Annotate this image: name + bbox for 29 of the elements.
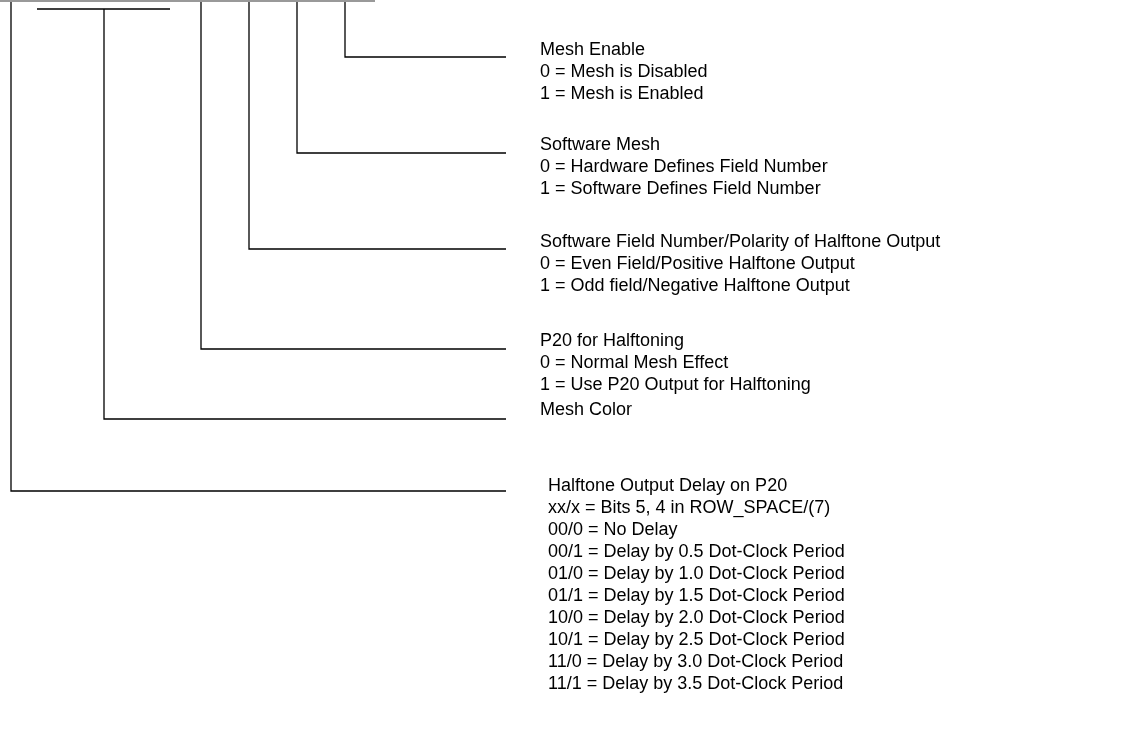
leader-line — [10, 1, 507, 492]
field-value: 1 = Odd field/Negative Halftone Output — [540, 274, 851, 296]
field-value: 0 = Even Field/Positive Halftone Output — [540, 252, 856, 274]
leader-line — [248, 1, 507, 250]
leader-line — [296, 1, 507, 154]
field-name: Mesh Color — [540, 398, 633, 420]
field-value: 11/0 = Delay by 3.0 Dot-Clock Period — [548, 650, 845, 672]
field-value: 11/1 = Delay by 3.5 Dot-Clock Period — [548, 672, 845, 694]
leader-line — [344, 1, 507, 58]
field-name: Halftone Output Delay on P20 — [548, 474, 789, 496]
field-value: 00/0 = No Delay — [548, 518, 679, 540]
field-value: 0 = Mesh is Disabled — [540, 60, 708, 82]
leader-line — [200, 1, 507, 350]
field-name: Software Field Number/Polarity of Halftone Output — [540, 230, 941, 252]
field-value: 1 = Use P20 Output for Halftoning — [540, 373, 811, 395]
field-value: 01/1 = Delay by 1.5 Dot-Clock Period — [548, 584, 845, 606]
field-value: 0 = Hardware Defines Field Number — [540, 155, 828, 177]
field-name: Software Mesh — [540, 133, 662, 155]
field-value: 10/1 = Delay by 2.5 Dot-Clock Period — [548, 628, 845, 650]
field-name: Mesh Enable — [540, 38, 647, 60]
field-value: 0 = Normal Mesh Effect — [540, 351, 730, 373]
field-value: xx/x = Bits 5, 4 in ROW_SPACE/(7) — [548, 496, 832, 518]
field-value: 10/0 = Delay by 2.0 Dot-Clock Period — [548, 606, 845, 628]
field-value: 01/0 = Delay by 1.0 Dot-Clock Period — [548, 562, 845, 584]
field-name: P20 for Halftoning — [540, 329, 686, 351]
leader-line — [36, 8, 507, 420]
field-value: 1 = Software Defines Field Number — [540, 177, 822, 199]
field-value: 1 = Mesh is Enabled — [540, 82, 705, 104]
field-value: 00/1 = Delay by 0.5 Dot-Clock Period — [548, 540, 845, 562]
